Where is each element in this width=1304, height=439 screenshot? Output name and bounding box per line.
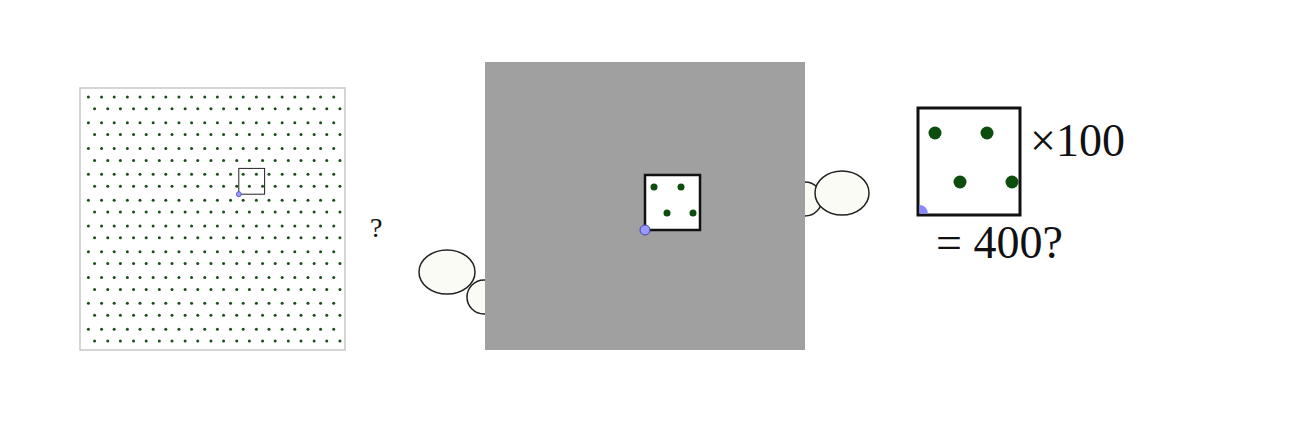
- cloud-outline: [848, 0, 1304, 439]
- thought-cloud: ?: [0, 6, 464, 438]
- dot-grid: [80, 88, 345, 350]
- gray-screen: [485, 62, 805, 350]
- thought-cloud: ×100 = 400?: [848, 0, 1304, 439]
- formula-text: = 400?: [936, 220, 1063, 266]
- big-square: [918, 108, 1020, 215]
- small-square: [640, 175, 700, 235]
- cloud-outline: [0, 6, 464, 438]
- question-mark: ?: [370, 214, 382, 242]
- formula-text: ×100: [1030, 118, 1125, 164]
